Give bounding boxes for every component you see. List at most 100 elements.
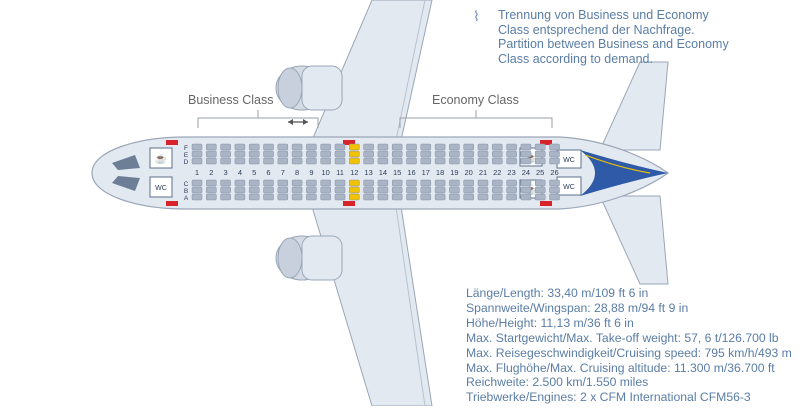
spec-engines: Triebwerke/Engines: 2 x CFM Internationa… bbox=[466, 390, 751, 405]
note-line: Trennung von Business und Economy bbox=[498, 8, 709, 22]
seat bbox=[477, 179, 489, 187]
seat bbox=[506, 186, 517, 194]
seat bbox=[234, 179, 246, 187]
partition-note: Trennung von Business und Economy Class … bbox=[498, 8, 798, 66]
seat bbox=[320, 179, 331, 187]
seat bbox=[463, 186, 474, 194]
seat bbox=[306, 193, 317, 201]
seat bbox=[248, 193, 260, 201]
seat bbox=[377, 179, 389, 187]
seat-letter: B bbox=[184, 188, 188, 195]
seat bbox=[277, 186, 289, 194]
seat bbox=[320, 186, 331, 194]
row-number: 10 bbox=[322, 168, 330, 177]
note-line: Class entsprechend der Nachfrage. bbox=[498, 22, 695, 37]
seat bbox=[320, 150, 331, 158]
seat bbox=[463, 179, 474, 187]
row-number: 16 bbox=[407, 168, 415, 177]
arrow-left-right-icon bbox=[288, 119, 308, 125]
seat bbox=[363, 150, 374, 158]
seat bbox=[477, 186, 489, 194]
spec-takeoff-weight: Max. Startgewicht/Max. Take-off weight: … bbox=[466, 330, 779, 345]
seat bbox=[191, 157, 203, 165]
seat bbox=[534, 157, 546, 165]
row-number: 1 bbox=[195, 168, 199, 177]
row-number: 22 bbox=[493, 168, 501, 177]
row-number: 19 bbox=[450, 168, 458, 177]
seat bbox=[349, 186, 360, 194]
seat bbox=[391, 150, 403, 158]
wave-mark-icon: ⌇ bbox=[473, 8, 480, 24]
seat bbox=[406, 143, 417, 151]
door bbox=[343, 201, 355, 206]
seat bbox=[549, 186, 560, 194]
seat bbox=[263, 186, 274, 194]
seat bbox=[377, 186, 389, 194]
seat bbox=[263, 157, 274, 165]
seat bbox=[363, 186, 374, 194]
seat bbox=[291, 179, 303, 187]
seat bbox=[420, 150, 432, 158]
seat bbox=[377, 143, 389, 151]
row-number: 25 bbox=[536, 168, 544, 177]
row-number: 7 bbox=[281, 168, 285, 177]
row-number: 15 bbox=[393, 168, 401, 177]
seat-letter: C bbox=[184, 181, 189, 188]
seat bbox=[391, 193, 403, 201]
seat bbox=[263, 179, 274, 187]
door bbox=[166, 201, 178, 206]
galley-icon: ☕ bbox=[155, 152, 167, 165]
seat bbox=[463, 150, 474, 158]
seat bbox=[277, 179, 289, 187]
seat bbox=[477, 150, 489, 158]
spec-height: Höhe/Height: 11,13 m/36 ft 6 in bbox=[466, 315, 634, 330]
seat bbox=[220, 193, 231, 201]
row-number: 17 bbox=[422, 168, 430, 177]
seat bbox=[391, 157, 403, 165]
seat bbox=[377, 150, 389, 158]
seat bbox=[406, 186, 417, 194]
row-number: 8 bbox=[295, 168, 299, 177]
seat bbox=[406, 193, 417, 201]
seat bbox=[334, 193, 346, 201]
row-number: 20 bbox=[465, 168, 473, 177]
seat bbox=[220, 179, 231, 187]
seat bbox=[191, 186, 203, 194]
seat bbox=[434, 143, 446, 151]
seat bbox=[349, 150, 360, 158]
seat bbox=[291, 143, 303, 151]
seat bbox=[291, 186, 303, 194]
seat bbox=[206, 179, 217, 187]
lower-wing bbox=[309, 199, 433, 407]
galley-front bbox=[149, 147, 173, 169]
seat bbox=[291, 150, 303, 158]
spec-cruising-speed: Max. Reisegeschwindigkeit/Cruising speed… bbox=[466, 345, 792, 360]
seat bbox=[534, 143, 546, 151]
seat bbox=[263, 143, 274, 151]
seat bbox=[477, 143, 489, 151]
row-number: 21 bbox=[479, 168, 487, 177]
seat bbox=[363, 193, 374, 201]
seat bbox=[549, 179, 560, 187]
cockpit-window bbox=[112, 155, 140, 170]
seat bbox=[434, 157, 446, 165]
seat bbox=[434, 186, 446, 194]
seat bbox=[506, 143, 517, 151]
seat bbox=[391, 179, 403, 187]
seat bbox=[492, 179, 503, 187]
row-number: 4 bbox=[238, 168, 242, 177]
seat bbox=[349, 157, 360, 165]
seat bbox=[463, 143, 474, 151]
seat bbox=[492, 150, 503, 158]
seat bbox=[534, 186, 546, 194]
note-line: Class according to demand. bbox=[498, 51, 653, 66]
wc-label: WC bbox=[563, 157, 575, 164]
seat bbox=[520, 157, 532, 165]
seat bbox=[263, 150, 274, 158]
seat-letter: D bbox=[184, 159, 189, 166]
seat bbox=[477, 157, 489, 165]
lower-engine bbox=[275, 235, 343, 281]
seat bbox=[277, 193, 289, 201]
seat bbox=[463, 157, 474, 165]
